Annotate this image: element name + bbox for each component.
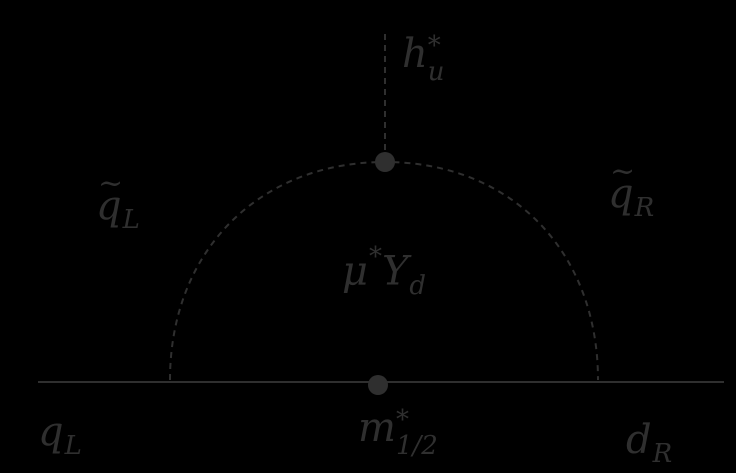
mass-sup: * [395,405,409,435]
squark-right-tilde: ~ [610,154,636,189]
quark-right-sub: R [652,439,673,470]
higgs-label: h*u [402,31,462,85]
quark-left-label: qL [38,412,82,459]
squark-left-label: ~qL [96,169,140,236]
quark-right-base: d [626,417,652,463]
squark-right-sub: R [634,193,655,224]
squark-right-label: ~qR [608,157,655,224]
vertex-coupling-label: μ*Yd [342,244,426,299]
mass-sub: 1/2 [395,431,438,461]
higgs-label-sub: u [427,57,445,87]
coupling-sub: d [409,270,427,301]
quark-right-label: dR [626,420,672,467]
squark-right-base: q [608,171,634,217]
mass-insertion-label: m*1/2 [358,405,456,459]
quark-left-base: q [38,409,64,455]
squark-left-base: q [96,183,122,229]
squark-left-sub: L [122,205,140,236]
higgs-label-base: h [402,31,428,77]
coupling-y: Y [382,248,409,295]
higgs-label-sup: * [427,31,441,61]
squark-left-tilde: ~ [98,166,124,201]
coupling-sup: * [369,242,382,272]
mass-insertion-vertex [368,375,388,395]
coupling-mu: μ [342,248,368,295]
mass-base: m [358,405,396,451]
trilinear-vertex [375,152,395,172]
quark-left-sub: L [64,431,82,462]
